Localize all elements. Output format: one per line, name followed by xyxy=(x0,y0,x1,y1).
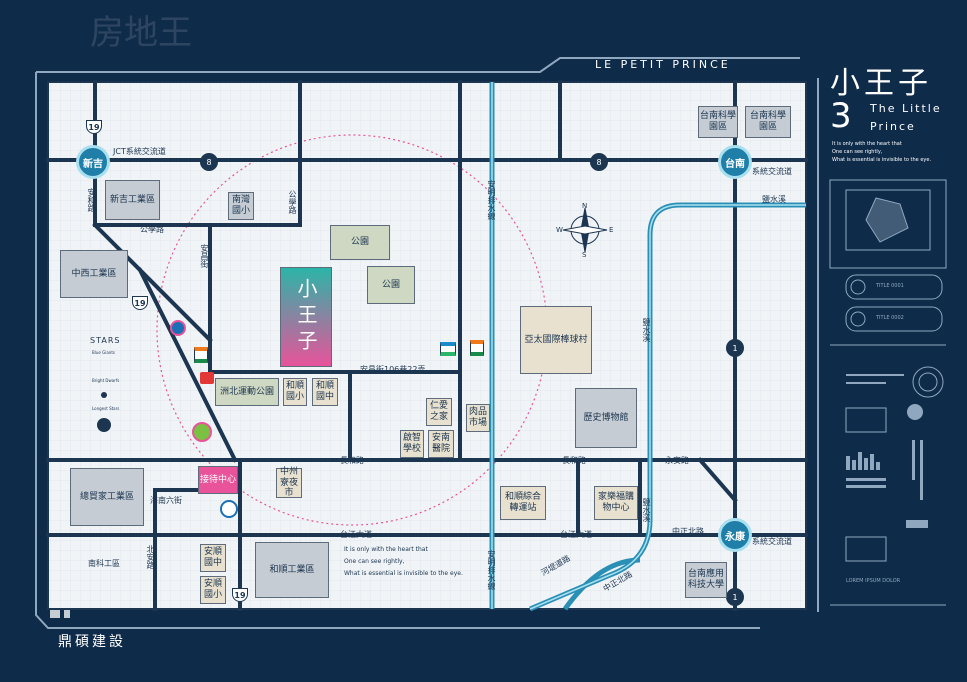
brand-title: 小王子 xyxy=(830,66,932,101)
brand-en-1: The Little xyxy=(870,102,942,115)
road-label: JCT系統交流道 xyxy=(113,147,166,156)
compass-e: E xyxy=(609,226,614,234)
interchange-xinji: 新吉 xyxy=(76,145,110,179)
route-1-shield: 1 xyxy=(726,339,744,357)
road-label: 長和路 xyxy=(562,456,586,465)
road-label: 永安路 xyxy=(665,456,689,465)
road-label: 海南六街 xyxy=(150,496,182,505)
stars-title: STARS xyxy=(90,336,121,345)
place-heshun-mid: 和順國中 xyxy=(312,378,338,406)
place-park-1: 公園 xyxy=(330,225,390,260)
tagline-top: LE PETIT PRINCE xyxy=(595,58,731,71)
road-label: 安明排水線 xyxy=(487,550,496,590)
route-19-shield: 19 xyxy=(86,120,102,134)
place-zhongxi-ind: 中西工業區 xyxy=(60,250,128,298)
route-8-shield: 8 xyxy=(200,153,218,171)
map-quote-2: One can see rightly, xyxy=(344,558,405,565)
compass-w: W xyxy=(556,226,563,234)
route-1-shield: 1 xyxy=(726,588,744,606)
stars-item-3: Longest Stars xyxy=(92,406,120,411)
road-label: 系統交流道 xyxy=(752,167,792,176)
route-8-shield: 8 xyxy=(590,153,608,171)
road-label: 台江大道 xyxy=(340,530,372,539)
project-site: 小王子 xyxy=(280,267,332,367)
road-label: 鹽水溪 xyxy=(642,498,651,522)
place-zongmao-ind: 總貿家工業區 xyxy=(70,468,144,526)
interchange-tainan: 台南 xyxy=(718,145,752,179)
watermark: 房地王 xyxy=(90,13,192,53)
hud-title-b: TITLE 0002 xyxy=(876,315,904,321)
road-label: 安和路 xyxy=(87,188,96,212)
place-anshun-elem: 安順國小 xyxy=(200,576,226,604)
place-zhoubei-park: 洲北運動公園 xyxy=(215,378,279,406)
route-19-shield: 19 xyxy=(132,296,148,310)
place-heshun-station: 和順綜合轉運站 xyxy=(500,486,546,520)
convenience-store-icon xyxy=(470,340,484,356)
road-label: 公學路 xyxy=(140,225,164,234)
road-label: 長和路 xyxy=(340,456,364,465)
convenience-store-icon xyxy=(194,347,208,363)
star-icon xyxy=(101,392,107,398)
brand-quote-2: One can see rightly, xyxy=(832,149,883,155)
bank-icon xyxy=(170,320,186,336)
star-icon xyxy=(97,418,111,432)
stars-item-1: Blue Giants xyxy=(92,350,115,355)
hi-life-icon xyxy=(200,372,214,384)
compass-n: N xyxy=(582,202,588,210)
hospital-icon xyxy=(220,500,238,518)
compass-s: S xyxy=(582,251,587,259)
route-19-shield: 19 xyxy=(232,588,248,602)
stars-item-2: Bright Dwarfs xyxy=(92,378,120,383)
hud-title-a: TITLE 0001 xyxy=(876,283,904,289)
map-quote-3: What is essential is invisible to the ey… xyxy=(344,570,463,577)
place-roupin: 肉品市場 xyxy=(466,404,490,432)
market-icon xyxy=(192,422,212,442)
brand-en-2: Prince xyxy=(870,120,916,133)
road-label: 北安路 xyxy=(146,545,155,569)
place-renai: 仁愛之家 xyxy=(426,398,452,426)
road-label: 中正北路 xyxy=(672,527,704,536)
reception-center: 接待中心 xyxy=(198,466,238,494)
interchange-yongkang: 永康 xyxy=(718,518,752,552)
place-mall: 家樂福購物中心 xyxy=(594,486,638,520)
road-label: 安昌街 xyxy=(200,244,209,268)
road-label: 南科工區 xyxy=(88,559,120,568)
road-label: 鹽水溪 xyxy=(642,318,651,342)
road-label: 安明排水線 xyxy=(487,180,496,220)
place-tn-applied: 台南應用科技大學 xyxy=(685,562,727,598)
road-label: 公學路 xyxy=(288,190,297,214)
place-park-2: 公園 xyxy=(367,266,415,304)
place-annan-hosp: 安南醫院 xyxy=(428,430,454,458)
road-label: 台江大道 xyxy=(560,530,592,539)
brand-number: 3 xyxy=(830,96,852,136)
map-quote-1: It is only with the heart that xyxy=(344,546,428,553)
family-mart-icon xyxy=(440,342,456,356)
road-label: 系統交流道 xyxy=(752,537,792,546)
place-baseball: 亞太國際棒球村 xyxy=(520,306,592,374)
place-xinji-ind: 新吉工業區 xyxy=(105,180,160,220)
place-anshun-mid: 安順國中 xyxy=(200,544,226,572)
place-renai-school: 啟智學校 xyxy=(400,430,424,458)
place-nightmarket: 中州寮夜市 xyxy=(276,467,302,498)
developer-name: 鼎碩建設 xyxy=(58,634,126,650)
place-tn-sci-2: 台南科學園區 xyxy=(745,106,791,138)
road-label: 安昌街106巷22弄 xyxy=(360,365,426,374)
brand-quote-1: It is only with the heart that xyxy=(832,141,902,147)
brand-quote-3: What is essential is invisible to the ey… xyxy=(832,157,932,163)
place-heshun-elem: 和順國小 xyxy=(283,378,307,406)
place-tn-sci-1: 台南科學園區 xyxy=(698,106,738,138)
place-nanwan-school: 南灣國小 xyxy=(228,192,254,220)
road-label: 鹽水溪 xyxy=(762,195,786,204)
place-museum: 歷史博物館 xyxy=(575,388,637,448)
place-hexun-ind: 和順工業區 xyxy=(255,542,329,598)
hud-label-c: LOREM IPSUM DOLOR xyxy=(846,578,901,584)
